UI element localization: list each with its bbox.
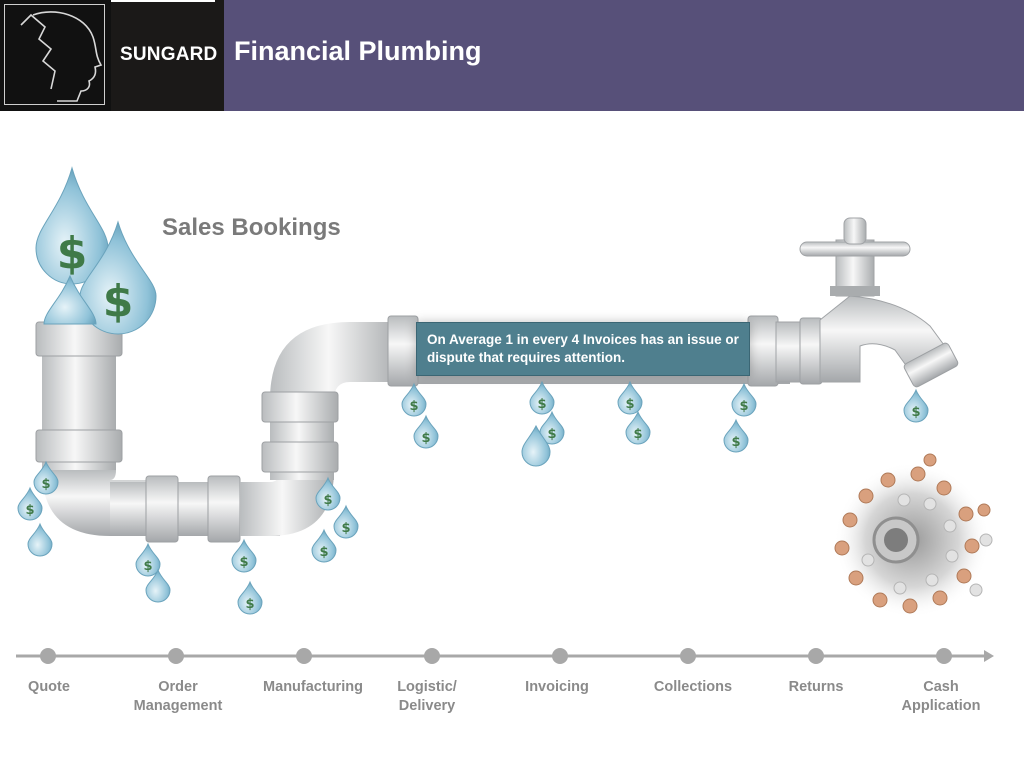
invoice-issue-callout: On Average 1 in every 4 Invoices has an … — [416, 322, 750, 376]
stage-quote: Quote — [28, 679, 70, 695]
svg-text:$: $ — [341, 521, 350, 536]
svg-text:$: $ — [731, 435, 740, 450]
timeline-node — [680, 648, 696, 664]
sales-bookings-label: Sales Bookings — [162, 214, 341, 241]
svg-text:$: $ — [409, 399, 418, 414]
brand-panel — [111, 0, 224, 111]
stage-collections: Collections — [653, 679, 733, 695]
pipe-bottom — [110, 470, 334, 543]
svg-text:$: $ — [143, 559, 152, 574]
faucet-icon — [799, 217, 959, 388]
svg-text:$: $ — [245, 597, 254, 612]
svg-text:$: $ — [625, 397, 634, 412]
stage-order-management: Order Management — [133, 679, 223, 714]
stage-logistic-delivery: Logistic/ Delivery — [397, 679, 457, 714]
svg-text:$: $ — [41, 477, 50, 492]
svg-text:$: $ — [239, 555, 248, 570]
brand-divider — [111, 0, 215, 2]
svg-text:$: $ — [421, 431, 430, 446]
timeline — [16, 648, 994, 664]
svg-text:$: $ — [537, 397, 546, 412]
svg-text:$: $ — [911, 405, 920, 420]
stage-invoicing: Invoicing — [525, 679, 589, 695]
small-drops — [17, 380, 929, 615]
timeline-node — [296, 648, 312, 664]
svg-text:$: $ — [319, 545, 328, 560]
head-profile-icon — [4, 4, 105, 105]
timeline-node — [168, 648, 184, 664]
svg-text:$: $ — [633, 427, 642, 442]
stage-cash-application: Cash Application — [901, 679, 981, 714]
page-title: Financial Plumbing — [234, 36, 482, 66]
timeline-node — [936, 648, 952, 664]
stage-manufacturing: Manufacturing — [263, 679, 363, 695]
coin-drain-icon — [834, 453, 993, 618]
timeline-node — [808, 648, 824, 664]
svg-text:$: $ — [57, 228, 88, 279]
timeline-node — [552, 648, 568, 664]
timeline-node — [40, 648, 56, 664]
dollar-drop-icon: $ $ — [35, 166, 157, 335]
drop-dollar-signs: $$$ $$$ $$$ $$$ $$$ $$ — [25, 397, 920, 612]
timeline-node — [424, 648, 440, 664]
svg-text:$: $ — [323, 493, 332, 508]
svg-text:$: $ — [739, 399, 748, 414]
svg-text:$: $ — [25, 503, 34, 518]
stage-returns: Returns — [788, 679, 844, 695]
svg-text:$: $ — [547, 427, 556, 442]
pipe-middle — [261, 322, 400, 480]
brand-name: SUNGARD — [120, 44, 218, 65]
logo — [0, 0, 111, 111]
svg-text:$: $ — [103, 276, 134, 327]
